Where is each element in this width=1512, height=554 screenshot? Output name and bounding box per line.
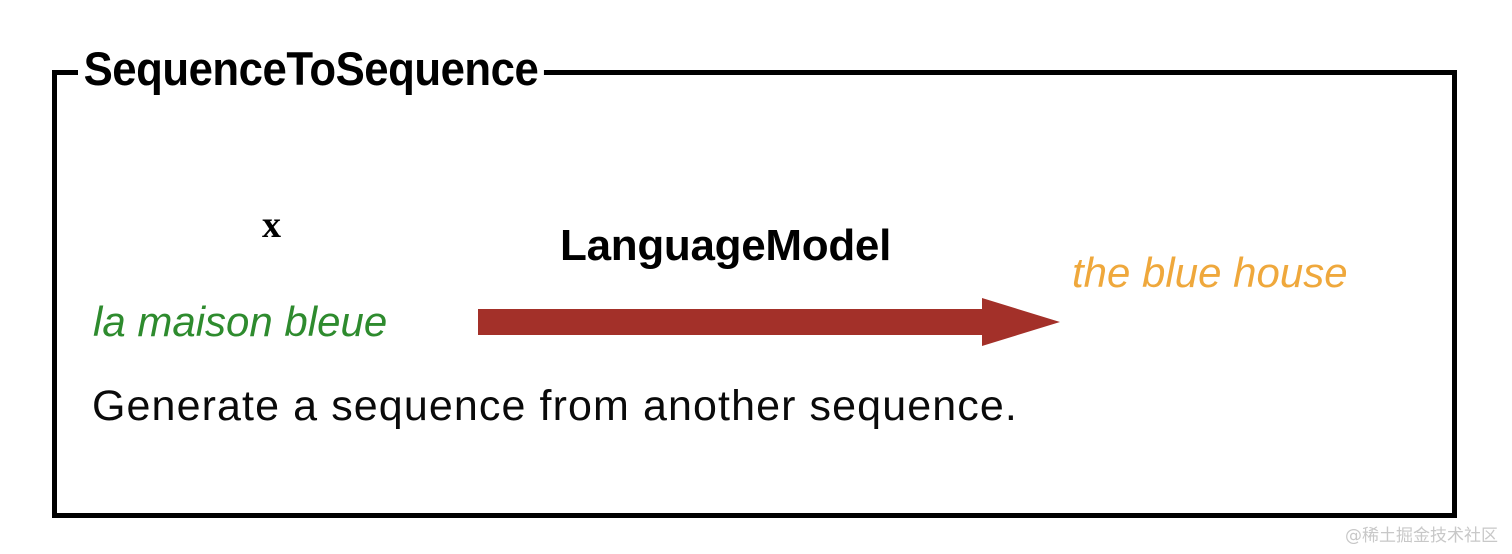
frame-title: SequenceToSequence (78, 38, 544, 100)
sequence-to-sequence-frame (52, 70, 1457, 518)
output-sequence-text: the blue house (1072, 249, 1348, 296)
caption-text: Generate a sequence from another sequenc… (92, 382, 1018, 430)
arrow-shape (478, 298, 1060, 346)
right-arrow-icon (478, 296, 1060, 348)
language-model-label: LanguageModel (560, 221, 891, 270)
input-sequence-text: la maison bleue (93, 298, 388, 345)
right-arrow-icon-svg (478, 298, 1060, 346)
input-variable-symbol: x (262, 204, 281, 246)
watermark-text: @稀土掘金技术社区 (1345, 526, 1498, 546)
